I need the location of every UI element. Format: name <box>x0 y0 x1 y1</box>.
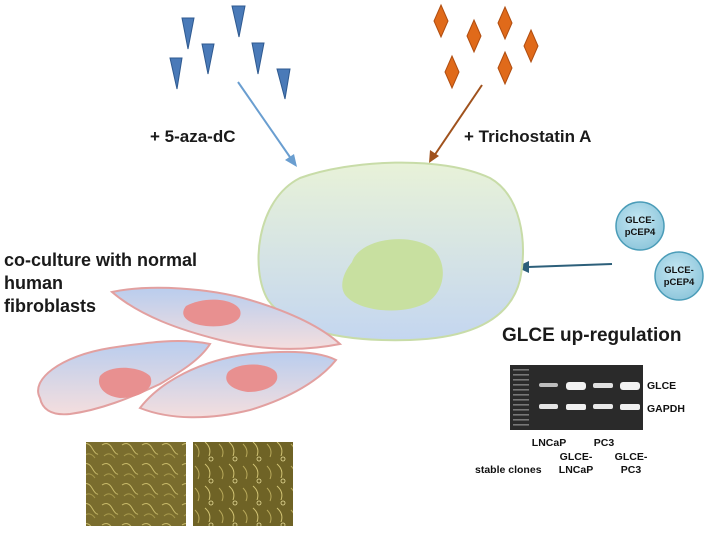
plasmid: GLCE- pCEP4 <box>615 201 665 251</box>
microscopy-images <box>86 442 293 526</box>
tsa-diamond-icon <box>523 28 539 64</box>
fibroblast-nucleus <box>226 364 278 392</box>
aza-triangle-icon <box>201 43 215 75</box>
gel-band-label-gapdh: GAPDH <box>647 403 685 415</box>
aza-triangle-icon <box>231 5 246 38</box>
coculture-line-3: fibroblasts <box>4 296 96 316</box>
lane-label-glce-lncap-2: LNCaP <box>559 464 593 476</box>
coculture-label: co-culture with normal human fibroblasts <box>4 250 197 316</box>
microscopy-image <box>193 442 293 526</box>
lane-label-lncap: LNCaP <box>532 437 566 449</box>
tsa-diamond-icon <box>433 3 449 39</box>
tsa-diamond-icon <box>444 54 460 90</box>
gel-band <box>566 382 586 390</box>
gel-band <box>566 404 586 410</box>
arrowhead-icon <box>429 150 439 163</box>
tsa-diamonds <box>433 3 539 90</box>
gel-band-label-glce: GLCE <box>647 380 676 392</box>
aza-triangle-icon <box>169 57 183 90</box>
tsa-label: + Trichostatin A <box>464 127 591 146</box>
upregulation-title: GLCE up-regulation <box>502 325 681 346</box>
plasmid-label-2: pCEP4 <box>625 227 656 238</box>
aza-triangle-icon <box>251 42 265 75</box>
gel-band <box>539 383 558 387</box>
plasmid-arrow <box>516 261 613 273</box>
fibroblast-nucleus <box>183 299 241 327</box>
arrowhead-icon <box>285 154 297 167</box>
fibroblast-nucleus <box>98 367 152 398</box>
gel-band <box>539 404 558 409</box>
aza-triangle-icon <box>181 17 195 50</box>
aza-label: + 5-aza-dC <box>150 127 236 146</box>
gel-band <box>593 404 613 409</box>
microscopy-image <box>86 442 186 526</box>
gel-band <box>593 383 613 388</box>
lane-label-pc3: PC3 <box>594 437 615 449</box>
lane-label-glce-pc3-1: GLCE- <box>615 451 648 463</box>
tsa-diamond-icon <box>497 50 513 86</box>
gel-band <box>620 382 640 390</box>
lane-label-glce-pc3-2: PC3 <box>621 464 642 476</box>
aza-triangle-icon <box>276 68 291 100</box>
lane-label-glce-lncap-1: GLCE- <box>560 451 593 463</box>
plasmid-label-1: GLCE- <box>625 215 655 226</box>
cancer-cell <box>257 161 524 342</box>
gel-lane-labels: LNCaP PC3 GLCE- LNCaP GLCE- PC3 <box>532 437 648 476</box>
aza-triangles <box>169 5 291 100</box>
coculture-line-1: co-culture with normal <box>4 250 197 270</box>
plasmid-label-1: GLCE- <box>664 265 694 276</box>
gel-image <box>510 365 643 430</box>
coculture-line-2: human <box>4 273 63 293</box>
fibroblasts <box>37 286 343 419</box>
tsa-arrow <box>429 84 483 163</box>
gel-band <box>620 404 640 410</box>
plasmid-label-2: pCEP4 <box>664 277 695 288</box>
aza-arrow <box>237 81 297 167</box>
gel-ladder <box>513 369 529 426</box>
tsa-diamond-icon <box>466 18 482 54</box>
tsa-diamond-icon <box>497 5 513 41</box>
cell-nucleus <box>342 239 443 311</box>
plasmid: GLCE- pCEP4 <box>654 251 704 301</box>
stable-clones-label: stable clones <box>475 464 542 476</box>
